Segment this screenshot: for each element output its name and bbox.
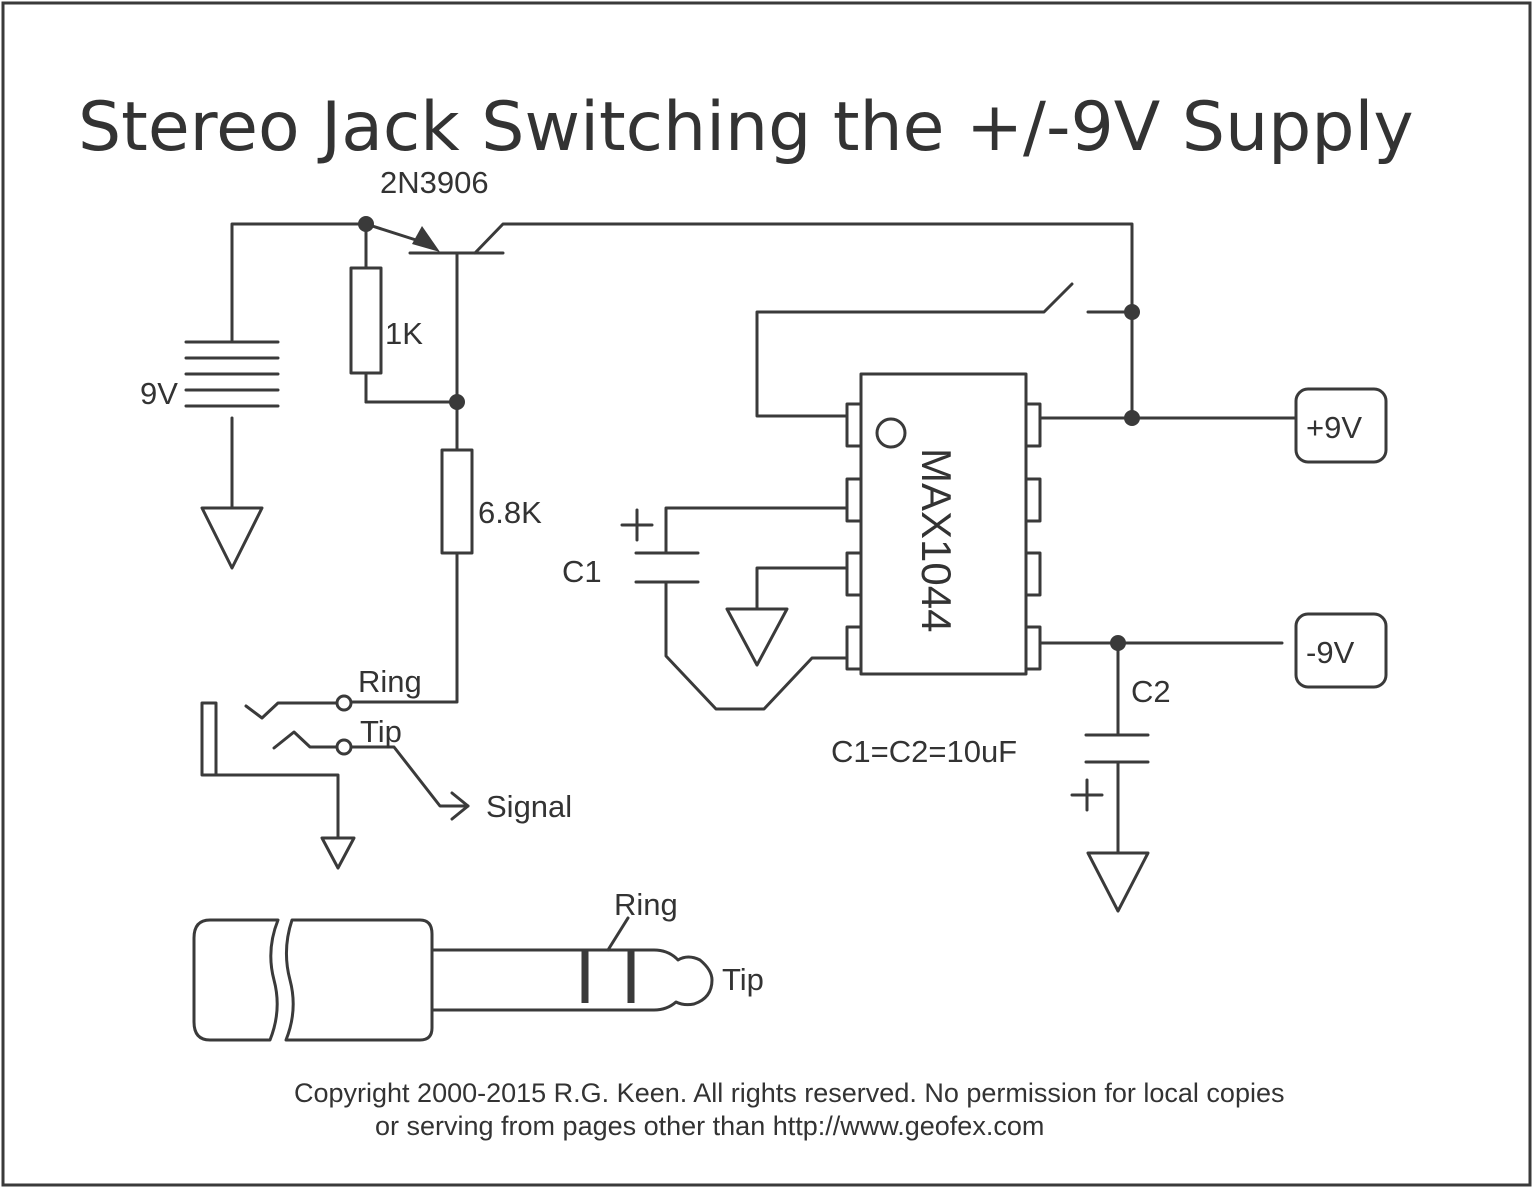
resistor-1k <box>349 266 383 375</box>
signal-arrow <box>450 791 470 821</box>
transistor-label: 2N3906 <box>380 165 489 200</box>
stereo-plug-drawing <box>192 916 714 1042</box>
junction-dot <box>1124 304 1140 320</box>
ic-wiring <box>620 282 1298 913</box>
ic-body <box>859 372 1028 676</box>
ic-label: MAX1044 <box>913 448 960 632</box>
copyright-line-2: or serving from pages other than http://… <box>375 1111 1044 1141</box>
diagram-title: Stereo Jack Switching the +/-9V Supply <box>78 88 1414 167</box>
jack-sleeve-contact <box>200 701 218 777</box>
cap-value-note: C1=C2=10uF <box>831 734 1017 769</box>
ground-symbol-ic <box>725 607 789 667</box>
junction-dot <box>358 216 374 232</box>
plug-tip-label: Tip <box>722 962 764 997</box>
output-negative-label: -9V <box>1306 635 1355 670</box>
output-positive-label: +9V <box>1306 410 1362 445</box>
resistor-6k8-label: 6.8K <box>478 495 542 530</box>
battery-symbol <box>184 340 280 570</box>
jack-tip-label: Tip <box>360 714 402 749</box>
junction-dot <box>449 394 465 410</box>
stereo-jack-symbol <box>200 694 470 870</box>
junction-dot <box>1110 635 1126 651</box>
max1044-ic <box>845 372 1042 676</box>
signal-label: Signal <box>486 789 572 824</box>
ground-symbol-battery <box>200 506 264 570</box>
resistor-1k-label: 1K <box>385 316 423 351</box>
output-negative: -9V <box>1294 612 1388 689</box>
c1-label: C1 <box>562 554 602 589</box>
battery-label: 9V <box>140 376 178 411</box>
c2-label: C2 <box>1131 674 1171 709</box>
supply-wiring <box>230 222 1134 704</box>
plug-ring-label: Ring <box>614 887 678 922</box>
ground-symbol-jack <box>320 836 356 870</box>
ground-symbol-c2 <box>1086 851 1150 913</box>
pin1-marker <box>875 417 907 449</box>
output-positive: +9V <box>1294 387 1388 464</box>
jack-ring-label: Ring <box>358 664 422 699</box>
junction-dot <box>1124 410 1140 426</box>
resistor-6k8 <box>440 448 474 555</box>
copyright-line-1: Copyright 2000-2015 R.G. Keen. All right… <box>294 1078 1284 1108</box>
